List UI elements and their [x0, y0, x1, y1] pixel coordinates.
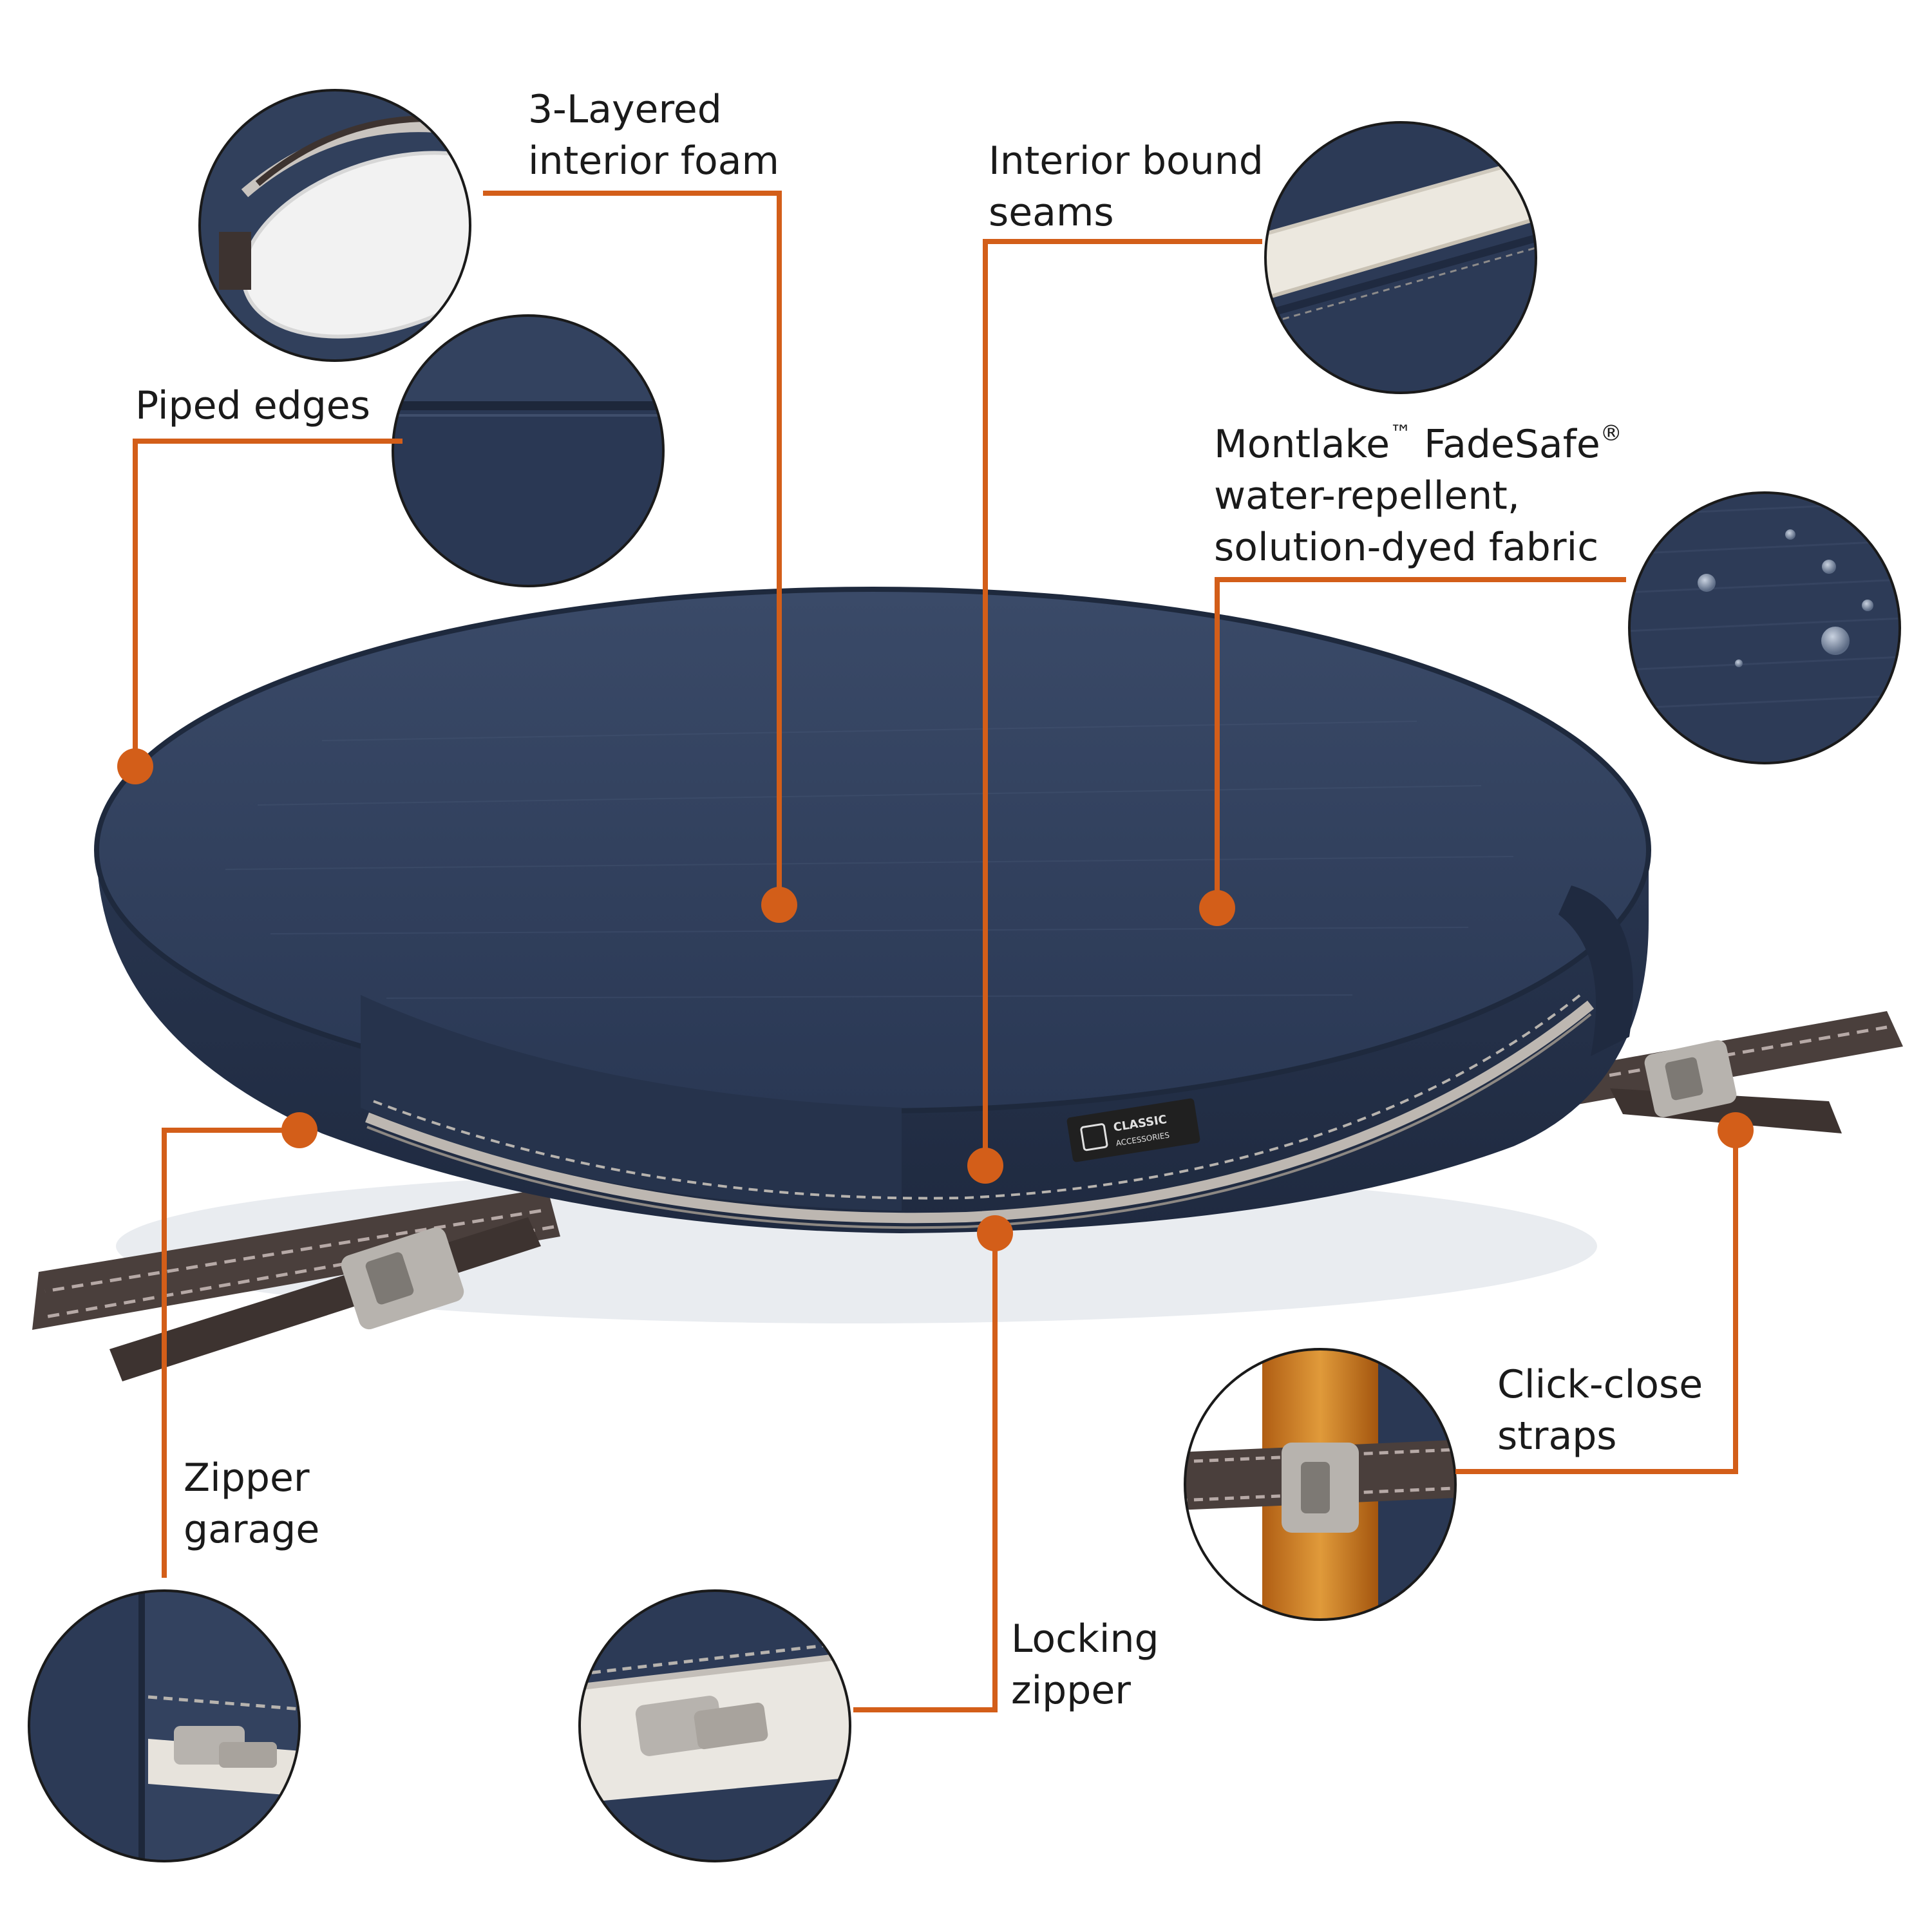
callout-dot-foam: [761, 887, 797, 923]
callout-label-seams: Interior bound seams: [989, 135, 1264, 238]
callout-straps-line2: straps: [1497, 1414, 1617, 1459]
callout-label-garage: Zipper garage: [184, 1452, 319, 1555]
water-drop-icon: [1821, 627, 1850, 655]
callout-label-zipper: Locking zipper: [1011, 1613, 1159, 1716]
callout-dot-garage: [281, 1112, 317, 1148]
callout-label-piped: Piped edges: [135, 380, 370, 431]
callout-label-foam: 3-Layered interior foam: [528, 84, 779, 187]
callout-fabric-brand: Montlake: [1214, 422, 1390, 467]
trademark-symbol: ™: [1390, 421, 1412, 446]
callout-dots: [117, 748, 1754, 1251]
right-strap: [1565, 1011, 1903, 1133]
brand-tag: CLASSIC ACCESSORIES: [1066, 1098, 1200, 1162]
detail-circle-fabric: [1628, 491, 1901, 764]
callout-foam-line2: interior foam: [528, 138, 779, 184]
callout-fabric-line3: solution-dyed fabric: [1214, 525, 1599, 570]
callout-seams-line2: seams: [989, 190, 1114, 235]
callout-zipper-line2: zipper: [1011, 1668, 1131, 1713]
callout-dot-fabric: [1199, 890, 1235, 926]
callout-dot-seams: [967, 1148, 1003, 1184]
detail-circle-locking-zipper: [578, 1589, 851, 1862]
brand-logo-icon: [1080, 1123, 1108, 1151]
detail-circle-straps: [1184, 1348, 1457, 1621]
callout-garage-line1: Zipper: [184, 1455, 310, 1501]
callout-straps-line1: Click-close: [1497, 1362, 1703, 1407]
detail-circle-zipper-garage: [28, 1589, 301, 1862]
callout-garage-line2: garage: [184, 1507, 320, 1552]
callout-dot-zipper: [977, 1215, 1013, 1251]
callout-seams-line1: Interior bound: [989, 138, 1264, 184]
callout-fabric-line1: Montlake™ FadeSafe®: [1214, 419, 1622, 470]
callout-zipper-line1: Locking: [1011, 1616, 1159, 1662]
detail-circle-interior-seams: [1264, 121, 1537, 394]
callout-foam-line1: 3-Layered: [528, 87, 722, 132]
detail-circle-piped-edges: [392, 314, 665, 587]
callout-dot-piped: [117, 748, 153, 784]
callout-dot-straps: [1718, 1112, 1754, 1148]
callout-fabric-product: FadeSafe: [1424, 422, 1600, 467]
callout-label-fabric: Montlake™ FadeSafe® water-repellent, sol…: [1214, 419, 1622, 573]
callout-fabric-line2: water-repellent,: [1214, 473, 1520, 518]
round-seat-cushion: CLASSIC ACCESSORIES: [32, 587, 1903, 1381]
registered-symbol: ®: [1600, 421, 1622, 446]
callout-leader-lines: [133, 191, 1738, 1712]
callout-label-straps: Click-close straps: [1497, 1359, 1703, 1462]
callout-piped-line1: Piped edges: [135, 383, 370, 428]
